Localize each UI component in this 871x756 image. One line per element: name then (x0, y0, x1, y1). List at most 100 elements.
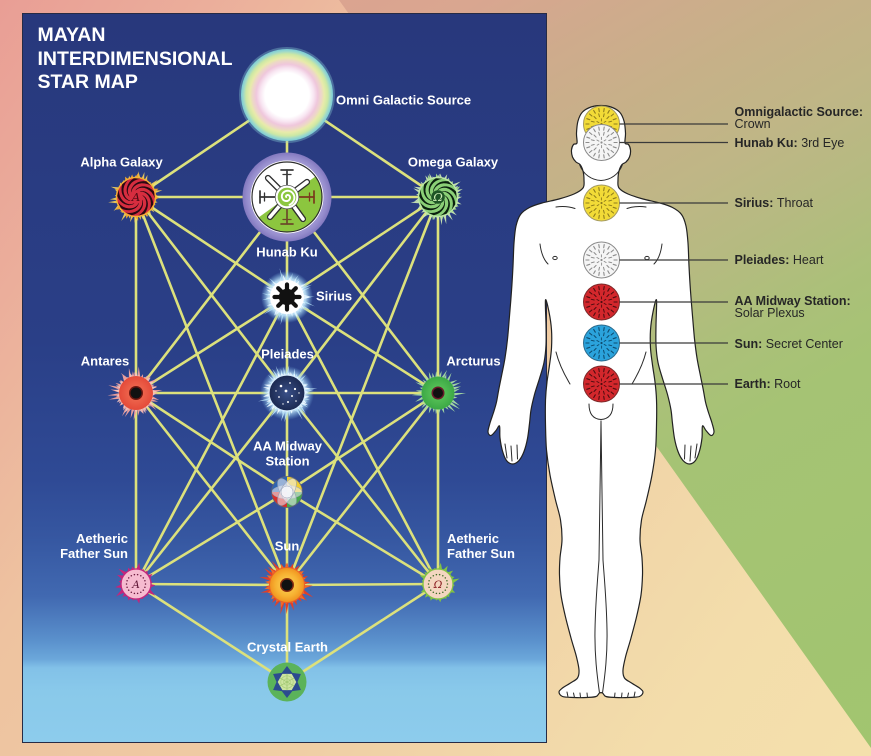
red-spiral-galaxy-icon: A (108, 171, 163, 223)
nipple-left (552, 255, 558, 261)
pattern-tick (598, 209, 600, 214)
label-hunab-ku: Hunab Ku (256, 245, 317, 260)
crystal-facet (286, 681, 295, 687)
pattern-tick (593, 264, 597, 268)
label-text: Aetheric (75, 530, 128, 546)
pattern-tick (593, 213, 596, 218)
node-arcturus (411, 370, 466, 415)
ring-dot (142, 589, 145, 591)
legend-item-third-eye: Hunab Ku:3rd Eye (735, 136, 845, 149)
ring-dot (429, 577, 432, 579)
pattern-tick (593, 353, 596, 358)
pattern-tick (593, 294, 597, 298)
pattern-tick (590, 303, 595, 306)
pattern-tick (598, 390, 600, 395)
pattern-tick (596, 200, 600, 203)
pattern-tick (596, 143, 600, 146)
connection-omega-galaxy-to-sirius (285, 195, 440, 299)
core (130, 387, 142, 399)
rainbow-orb-icon (239, 47, 335, 143)
pattern-tick (603, 395, 605, 400)
pattern-tick (603, 271, 605, 276)
green-spiral-galaxy-icon: Ω (410, 173, 463, 226)
tiny-star (275, 390, 277, 392)
connection-sirius-to-antares (134, 295, 289, 395)
ring-dot (142, 577, 145, 579)
toes-left (566, 691, 588, 698)
ring-dot (127, 577, 130, 579)
pink-alpha-sun-icon: A (115, 562, 156, 604)
tiny-star (293, 387, 297, 391)
ring-dot (446, 580, 448, 582)
connection-aa-midway-station-to-aetheric-father-sun-left (134, 490, 289, 586)
title-line-2: INTERDIMENSIONAL (37, 47, 233, 70)
jaw-line (579, 164, 623, 182)
pattern-tick (603, 373, 605, 378)
pattern-tick (598, 108, 600, 113)
swirl-arm (134, 186, 155, 199)
pattern-tick (590, 339, 595, 342)
lattice-core (280, 485, 294, 499)
pattern-tick (612, 305, 617, 308)
glyph-letter: Ω (433, 579, 443, 591)
pattern-tick (607, 287, 610, 292)
label-text: Sun (274, 538, 300, 554)
pattern-tick (598, 113, 600, 118)
pattern-tick (590, 199, 595, 202)
pattern-tick (606, 294, 610, 298)
crystal-facet (279, 681, 288, 687)
pattern-tick (593, 188, 596, 193)
fingers-left (504, 443, 518, 462)
pattern-tick (610, 309, 615, 313)
pattern-tick (603, 192, 605, 197)
pattern-tick (596, 381, 600, 384)
connection-sirius-to-arcturus (285, 295, 440, 395)
pattern-tick (593, 287, 596, 292)
pattern-tick (593, 245, 596, 250)
connection-alpha-galaxy-to-sirius (134, 195, 289, 299)
pattern-tick (598, 266, 600, 271)
crystal-facet (286, 677, 295, 683)
pattern-tick (598, 154, 600, 159)
fingers-right (684, 443, 698, 462)
label-text: Father Sun (60, 545, 128, 561)
pattern-tick (607, 328, 610, 333)
legend-chakra: Crown (734, 117, 771, 131)
tiny-star (295, 400, 297, 402)
pattern-tick (593, 207, 597, 211)
legend-source: Sirius: (734, 195, 774, 210)
ring-dot (435, 573, 438, 576)
label-text: Sirius (316, 288, 353, 304)
pattern-tick (608, 344, 613, 347)
ring-dot (435, 592, 438, 595)
ring-dot (444, 589, 447, 591)
pattern-tick (603, 332, 605, 337)
pattern-tick (586, 378, 591, 381)
pattern-tick (606, 116, 610, 120)
legend-source: Omnigalactic Source: (734, 105, 864, 119)
label-text: AA Midway (253, 438, 322, 454)
pattern-tick (606, 306, 610, 310)
pattern-tick (607, 394, 610, 399)
pattern-tick (612, 254, 617, 257)
node-alpha-galaxy: A (108, 171, 163, 223)
pattern-tick (607, 109, 610, 114)
hip-line-left (555, 351, 571, 385)
ring-dot (126, 586, 128, 588)
pattern-tick (603, 256, 607, 259)
pattern-tick (593, 376, 597, 380)
connection-aetheric-father-sun-right-to-crystal-earth (285, 582, 440, 684)
pattern-center (600, 201, 603, 205)
pattern-tick (598, 187, 600, 192)
pattern-tick (607, 152, 610, 157)
pattern-tick (596, 299, 600, 302)
node-aa-midway-station (271, 476, 303, 508)
pattern-tick (598, 249, 600, 254)
pattern-tick (588, 149, 593, 154)
pattern-tick (598, 308, 600, 313)
label-pleiades: Pleiades (261, 347, 314, 362)
pattern-tick (586, 305, 591, 308)
legend-item-solar-plexus: AA Midway Station: Solar Plexus (735, 295, 851, 320)
pattern-tick (610, 373, 615, 377)
pattern-tick (603, 260, 607, 263)
